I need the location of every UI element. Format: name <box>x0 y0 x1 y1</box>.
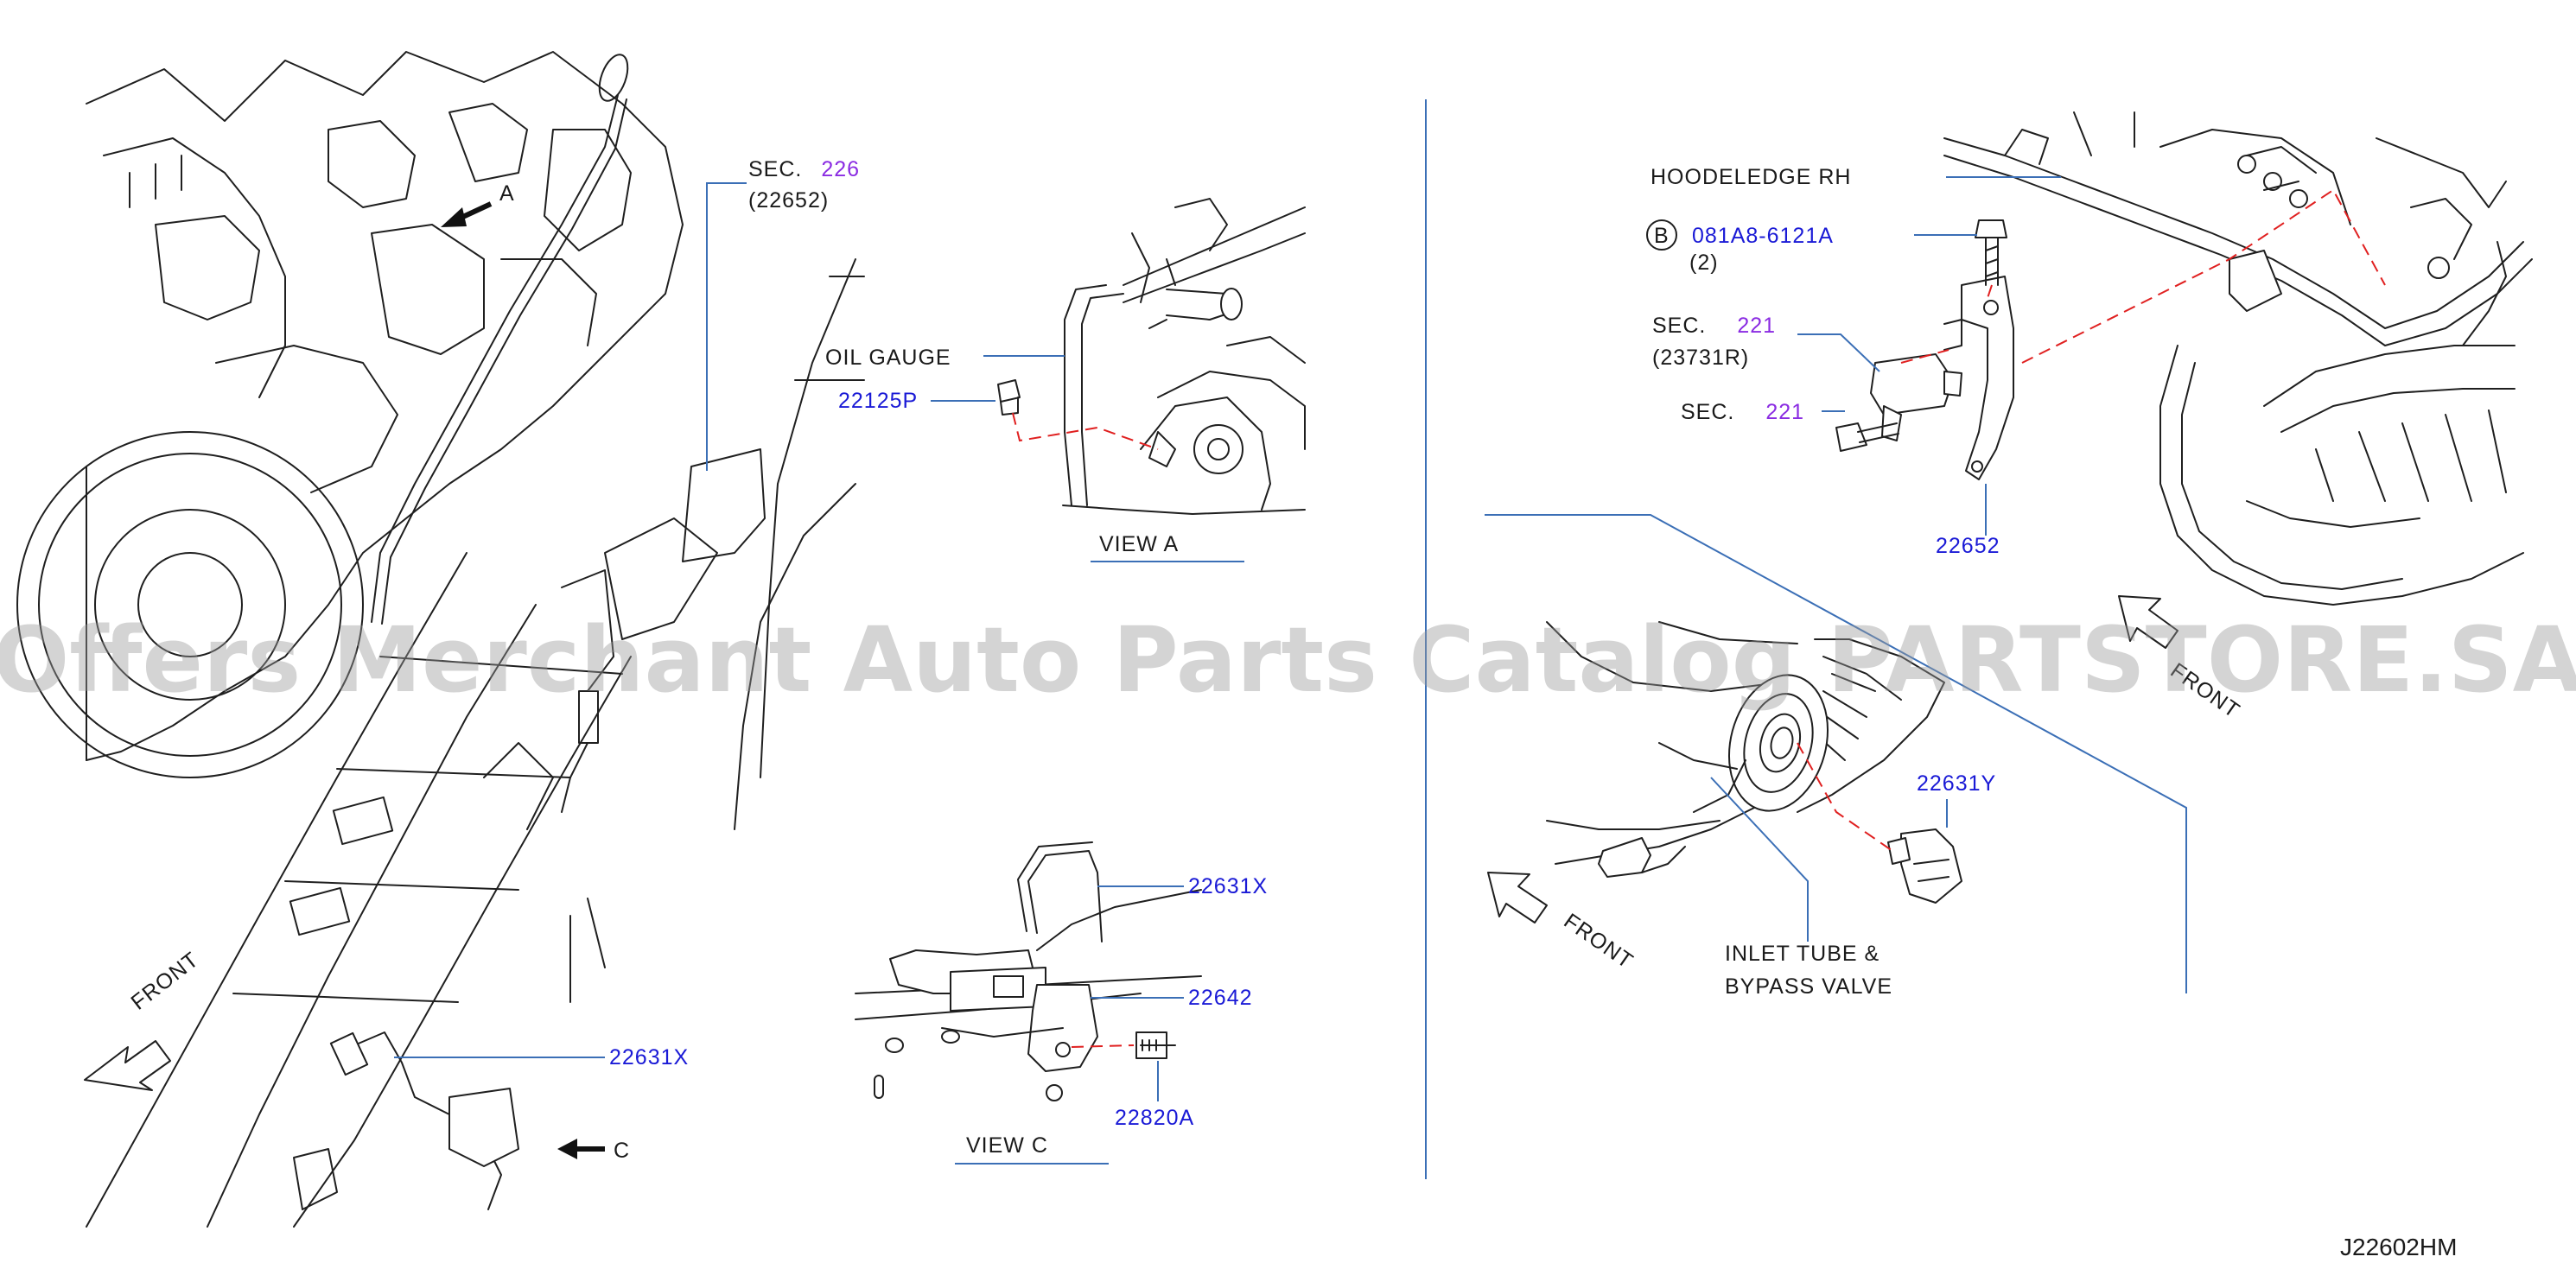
view-c-alignment-line <box>1071 1044 1135 1048</box>
sec-226-subref: (22652) <box>748 188 829 213</box>
front-label-left: FRONT <box>126 948 203 1015</box>
oil-gauge-label: OIL GAUGE <box>825 346 951 370</box>
bolt-b-badge: B <box>1646 219 1677 251</box>
view-a-illustration <box>997 198 1306 515</box>
sec-221-upper-label: SEC. 221 <box>1652 314 1776 338</box>
view-c-pointer <box>557 1139 605 1159</box>
view-a-alignment-line <box>1012 412 1159 450</box>
inlet-tube-label-line2: BYPASS VALVE <box>1725 974 1892 999</box>
inlet-tube-illustration <box>1546 621 1962 904</box>
inlet-tube-label-line1: INLET TUBE & <box>1725 942 1880 966</box>
sec-221-lower-label: SEC. 221 <box>1681 400 1804 424</box>
engine-overview-illustration <box>16 51 865 1228</box>
hoodledge-alignment-line <box>2021 188 2386 364</box>
bracket-22652-illustration <box>1835 219 2014 480</box>
part-22631y: 22631Y <box>1917 771 1996 796</box>
sec-221-upper-subref: (23731R) <box>1652 346 1749 370</box>
front-label-lower-right: FRONT <box>1560 909 1638 974</box>
front-arrow-upper-icon <box>2118 595 2178 649</box>
front-arrow-lower-icon <box>1487 872 1548 923</box>
view-a-pointer-label: A <box>499 181 515 206</box>
sec-226-prefix: SEC. <box>748 157 802 181</box>
view-c-illustration <box>855 841 1202 1101</box>
svg-text:B: B <box>1654 224 1670 248</box>
diagram-id: J22602HM <box>2340 1234 2457 1260</box>
inlet-sensor-alignment-line <box>1797 742 1893 852</box>
sec-226-number: 226 <box>821 157 860 181</box>
part-22631x-view-c: 22631X <box>1188 874 1268 898</box>
part-22125p: 22125P <box>838 389 918 413</box>
watermark-text: Offers Merchant Auto Parts Catalog PARTS… <box>0 607 2576 713</box>
bolt-alignment-line <box>1987 284 1993 299</box>
part-22631x-left: 22631X <box>609 1045 689 1069</box>
view-c-caption: VIEW C <box>966 1133 1048 1158</box>
sensor-alignment-line <box>1900 349 1949 364</box>
front-arrow-icon <box>84 1040 171 1091</box>
view-a-pointer <box>441 201 493 227</box>
view-c-pointer-label: C <box>614 1139 630 1163</box>
part-081a8-6121a: 081A8-6121A <box>1692 224 1834 248</box>
hoodledge-rh-label: HOODELEDGE RH <box>1651 165 1851 189</box>
part-22642: 22642 <box>1188 986 1253 1010</box>
sec-226-label: SEC. 226 <box>748 157 860 181</box>
bolt-quantity: (2) <box>1689 251 1719 275</box>
part-22820a: 22820A <box>1115 1106 1194 1130</box>
view-a-caption: VIEW A <box>1099 532 1179 556</box>
part-22652: 22652 <box>1936 534 2000 558</box>
hoodledge-illustration <box>1943 111 2533 606</box>
